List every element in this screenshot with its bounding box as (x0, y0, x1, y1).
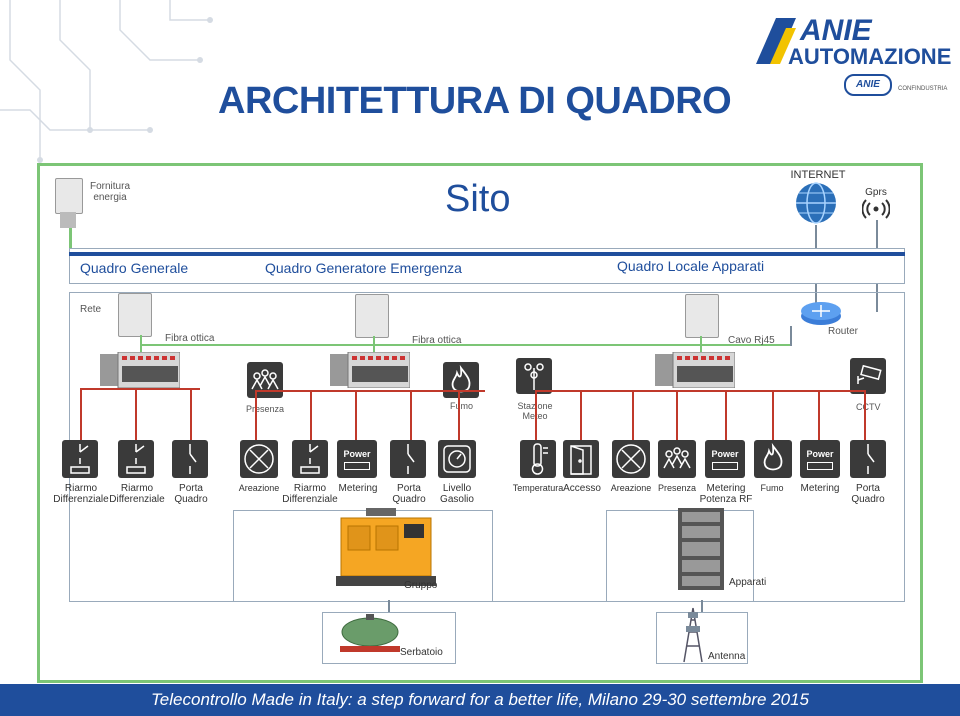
sito-frame (37, 163, 923, 683)
gruppo-label: Gruppo (404, 580, 438, 591)
plc-generatore-icon (330, 352, 410, 388)
antenna-tower-icon (683, 607, 703, 663)
cabinet-generatore-icon (355, 294, 389, 338)
circuit-decoration (0, 0, 213, 163)
logo-sub: CONFINDUSTRIA (898, 86, 948, 92)
router-icon (801, 302, 841, 325)
device-livello-gasolio-icon (438, 440, 476, 478)
presenza-label: Presenza (246, 404, 285, 414)
wireless-signal-icon (862, 199, 890, 219)
device-label-13: Metering Potenza RF (699, 483, 753, 505)
anie-logo: ANIE AUTOMAZIONE ANIE CONFINDUSTRIA (748, 6, 956, 106)
device-label-8: Livello Gasolio (440, 483, 474, 505)
device-metering-1-icon: Power (337, 440, 377, 478)
rete-label: Rete (80, 304, 102, 315)
serbatoio-box (322, 612, 456, 664)
serbatoio-label: Serbatoio (400, 647, 443, 658)
section-quadro-generatore: Quadro Generatore Emergenza (265, 260, 462, 276)
fibra-ottica-1-label: Fibra ottica (165, 333, 215, 344)
apparati-label: Apparati (729, 577, 767, 588)
device-label-16: Porta Quadro (851, 483, 885, 505)
gprs-label: Gprs (865, 187, 887, 198)
device-porta-quadro-3-icon (850, 440, 886, 478)
fumo-sensor-label: Fumo (450, 401, 474, 411)
device-fumo-icon (754, 440, 792, 478)
fibra-ottica-2-label: Fibra ottica (412, 335, 462, 346)
antenna-box (656, 612, 748, 664)
internet-label: INTERNET (790, 169, 846, 181)
device-label-11: Areazione (610, 483, 652, 493)
fuel-tank-icon (340, 614, 400, 652)
device-porta-quadro-2-icon (390, 440, 426, 478)
weather-station-icon (516, 358, 552, 394)
device-label-1: Riarmo Differenziale (53, 483, 109, 505)
device-label-5: Riarmo Differenziale (282, 483, 338, 505)
anie-logo-mark-icon (756, 18, 796, 64)
equipment-rack-icon (678, 508, 724, 590)
cctv-camera-icon (850, 358, 886, 394)
antenna-label: Antenna (708, 651, 746, 662)
device-label-15: Metering (800, 483, 840, 494)
cabinet-locale-icon (685, 294, 719, 338)
page-title: ARCHITETTURA DI QUADRO (218, 80, 732, 122)
footer-banner: Telecontrollo Made in Italy: a step forw… (0, 684, 960, 716)
globe-icon (796, 182, 836, 224)
device-label-4: Areazione (238, 483, 280, 493)
cavo-rj45-label: Cavo Rj45 (728, 335, 775, 346)
device-areazione-2-icon (612, 440, 650, 478)
logo-name: AUTOMAZIONE (788, 44, 952, 69)
device-porta-quadro-1-icon (172, 440, 208, 478)
device-riarmo-1-icon (62, 440, 98, 478)
device-riarmo-3-icon (292, 440, 328, 478)
device-label-7: Porta Quadro (392, 483, 426, 505)
device-label-6: Metering (338, 483, 378, 494)
gruppo-box (233, 510, 493, 602)
router-label: Router (828, 326, 859, 337)
device-label-9: Temperatura (512, 483, 564, 493)
fire-sensor-icon (443, 362, 479, 398)
device-metering-2-icon: Power (800, 440, 840, 478)
fornitura-label: Fornitura energia (89, 181, 130, 203)
energy-meter-icon (55, 178, 83, 214)
device-temperatura-icon (520, 440, 556, 478)
cabinet-generale-icon (118, 293, 152, 337)
device-label-3: Porta Quadro (174, 483, 208, 505)
presenza-sensor-icon (247, 362, 283, 398)
logo-brand: ANIE (800, 14, 872, 47)
plc-locale-icon (655, 352, 735, 388)
section-quadro-generale: Quadro Generale (80, 260, 189, 276)
sito-label: Sito (445, 178, 511, 220)
device-label-10: Accesso (563, 483, 601, 494)
device-label-12: Presenza (657, 483, 697, 493)
device-accesso-icon (563, 440, 599, 478)
device-metering-rf-icon: Power (705, 440, 745, 478)
cctv-label: CCTV (856, 402, 881, 412)
device-areazione-1-icon (240, 440, 278, 478)
section-quadro-locale: Quadro Locale Apparati (617, 258, 765, 274)
device-riarmo-2-icon (118, 440, 154, 478)
device-presenza-icon (658, 440, 696, 478)
plc-generale-icon (100, 352, 180, 388)
device-label-2: Riarmo Differenziale (109, 483, 165, 505)
generator-icon (336, 508, 436, 586)
device-label-14: Fumo (760, 483, 784, 493)
logo-badge: ANIE (844, 74, 892, 96)
